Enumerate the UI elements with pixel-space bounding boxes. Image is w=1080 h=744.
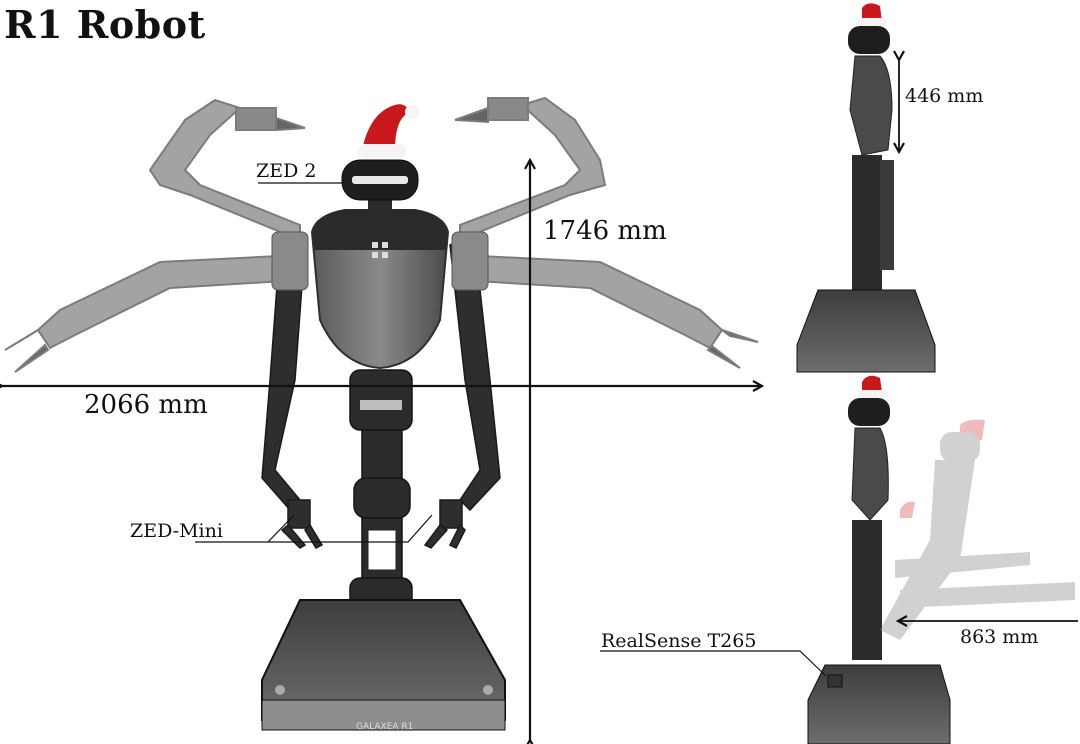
leg-column: [349, 369, 413, 639]
torso-height-label: 446 mm: [905, 85, 984, 107]
height-label: 1746 mm: [543, 216, 667, 246]
zed-mini-leader-right: [268, 514, 433, 543]
side-view-bending: [807, 375, 1075, 744]
galaxea-logo-icon: [372, 242, 388, 258]
zed2-label: ZED 2: [256, 160, 317, 182]
horizontal-right-arm: [459, 253, 759, 369]
zed-mini-label: ZED-Mini: [130, 520, 223, 542]
realsense-label: RealSense T265: [601, 630, 757, 652]
reach-label: 863 mm: [960, 626, 1039, 648]
side-view-upright: [796, 3, 936, 373]
base-logo-text: GALAXEA R1: [356, 722, 414, 732]
horizontal-left-arm: [4, 253, 301, 373]
lower-left-arm: [261, 233, 324, 549]
realsense-leader-line: [600, 650, 827, 677]
width-label: 2066 mm: [84, 390, 208, 420]
santa-hat-icon: [358, 104, 419, 158]
left-shoulder: [271, 231, 309, 291]
upper-right-arm: [454, 96, 607, 242]
upper-left-arm: [148, 98, 306, 242]
lower-right-arm: [423, 233, 501, 550]
page-title: R1 Robot: [4, 2, 206, 47]
right-shoulder: [451, 231, 489, 291]
